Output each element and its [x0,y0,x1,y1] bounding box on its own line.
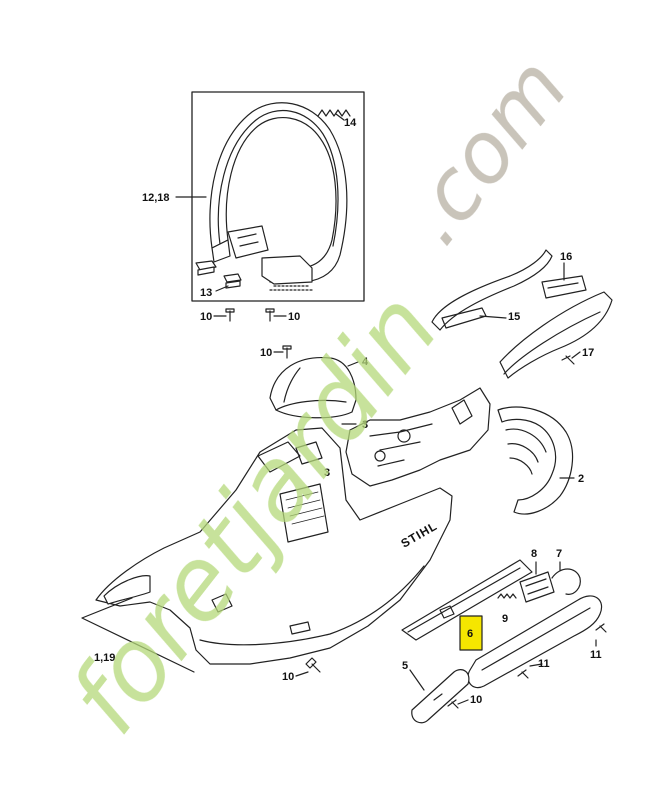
side-shell-2[interactable] [497,406,574,515]
spring-9[interactable] [497,593,517,599]
callout-10-c: 10 [260,347,272,359]
callout-4: 4 [362,356,369,368]
callout-10-e: 10 [470,694,482,706]
callout-5: 5 [402,660,408,672]
callout-14: 14 [344,117,357,129]
callout-7: 7 [556,548,562,560]
callout-10-d: 10 [282,671,294,683]
trigger-cover-16[interactable] [541,275,587,299]
callout-11-b: 11 [538,658,550,670]
callouts: 12,18 14 13 10 10 10 4 16 15 17 3 3 2 1,… [94,117,602,706]
grip-cover-17[interactable] [499,291,613,379]
callout-1-19: 1,19 [94,652,115,664]
clip-13[interactable] [195,260,242,289]
screw-10-lower[interactable] [305,657,321,673]
callout-3-a: 3 [362,419,368,431]
screw-10-sleeve[interactable] [447,699,459,709]
screw-10[interactable] [225,308,292,359]
lever-7[interactable] [551,568,581,595]
callout-17: 17 [582,347,594,359]
sleeve-5[interactable] [411,669,470,724]
callout-2: 2 [578,473,584,485]
callout-10-b: 10 [288,311,300,323]
shell-1-19[interactable] [95,427,453,665]
cover-4[interactable] [269,356,357,419]
callout-8: 8 [531,548,537,560]
housing-3[interactable] [345,387,491,487]
watermark-tld: .com [383,40,587,263]
callout-3-b: 3 [324,467,330,479]
callout-11-a: 11 [590,649,602,661]
switch-8[interactable] [519,571,555,603]
grip-6[interactable] [401,559,603,689]
handle-loop-12-18[interactable] [209,102,348,291]
callout-6: 6 [467,628,473,640]
callout-15: 15 [508,311,520,323]
callout-13: 13 [200,287,212,299]
spring-14[interactable] [317,109,351,117]
callout-16: 16 [560,251,572,263]
callout-10-a: 10 [200,311,212,323]
grip-half-15[interactable] [431,249,553,331]
highlight-box [459,615,483,651]
screw-11[interactable] [517,623,607,679]
callout-12-18: 12,18 [142,192,170,204]
callout-9: 9 [502,613,508,625]
